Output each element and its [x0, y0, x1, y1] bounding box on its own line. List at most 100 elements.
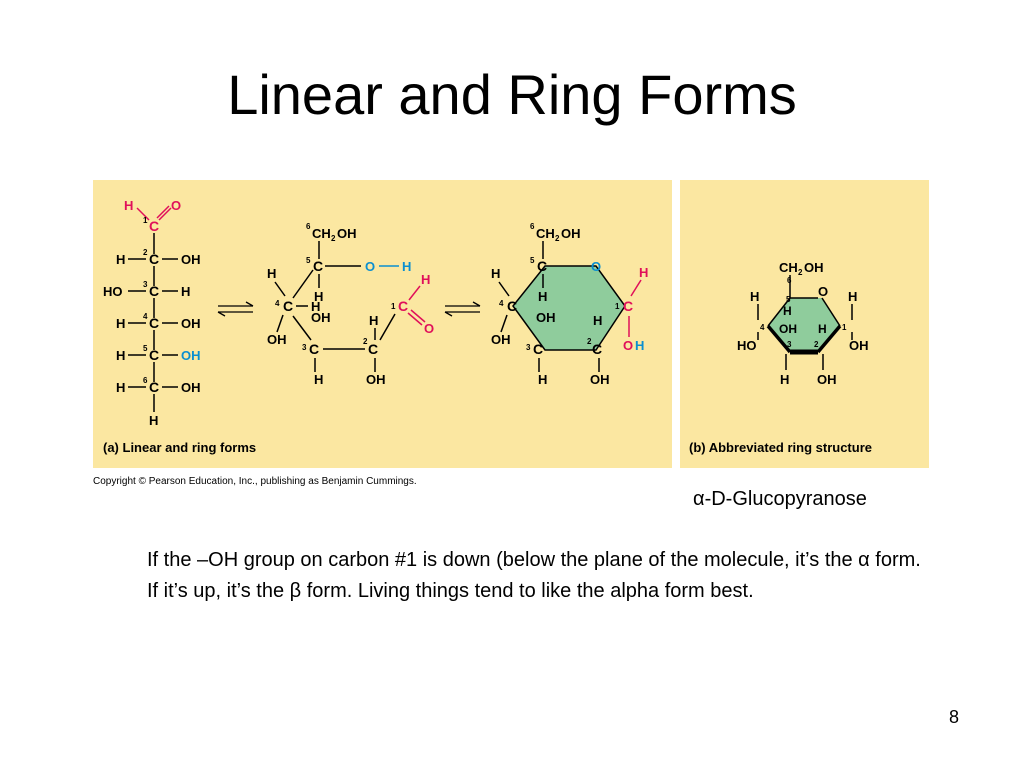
ring-glucose-structure: 6 CH 2 OH 5 C O H H 4 C OH OH 3 C H 2 C … [491, 222, 648, 387]
svg-text:H: H [783, 304, 792, 318]
svg-text:OH: OH [337, 226, 357, 241]
svg-text:H: H [491, 266, 500, 281]
svg-text:2: 2 [798, 268, 803, 277]
svg-text:O: O [623, 338, 633, 353]
svg-text:H: H [750, 289, 759, 304]
svg-text:H: H [538, 289, 547, 304]
svg-text:H: H [635, 338, 644, 353]
svg-text:OH: OH [817, 372, 837, 387]
svg-text:C: C [149, 218, 159, 234]
svg-text:C: C [149, 251, 159, 267]
svg-text:O: O [818, 284, 828, 299]
svg-text:C: C [313, 258, 323, 274]
intermediate-glucose-structure: 6 CH 2 OH 5 C O H H H 4 C OH H OH 3 [267, 222, 434, 387]
svg-text:H: H [124, 198, 133, 213]
svg-text:C: C [592, 341, 602, 357]
svg-text:OH: OH [779, 322, 797, 336]
svg-text:OH: OH [181, 380, 201, 395]
svg-text:H: H [311, 299, 320, 314]
svg-text:C: C [149, 347, 159, 363]
svg-text:OH: OH [366, 372, 386, 387]
svg-text:OH: OH [311, 310, 331, 325]
svg-text:2: 2 [143, 248, 148, 257]
copyright-notice: Copyright © Pearson Education, Inc., pub… [93, 476, 417, 487]
svg-text:O: O [171, 198, 181, 213]
svg-text:1: 1 [143, 216, 148, 225]
svg-text:OH: OH [849, 338, 869, 353]
svg-text:H: H [402, 259, 411, 274]
svg-text:H: H [116, 348, 125, 363]
svg-text:C: C [507, 298, 517, 314]
svg-text:CH: CH [536, 226, 555, 241]
haworth-ring-structure: CH 2 OH 6 O 5 H H H 4 1 OH H HO OH 3 2 H… [737, 260, 869, 387]
svg-text:O: O [591, 259, 601, 274]
svg-text:6: 6 [530, 222, 535, 231]
svg-text:3: 3 [787, 340, 792, 349]
svg-text:H: H [593, 313, 602, 328]
svg-text:1: 1 [391, 302, 396, 311]
svg-text:OH: OH [491, 332, 511, 347]
svg-text:H: H [848, 289, 857, 304]
svg-text:O: O [365, 259, 375, 274]
linear-and-ring-forms-diagram: H O 1 C 2 H C OH 3 HO C [103, 198, 648, 455]
svg-text:5: 5 [306, 256, 311, 265]
svg-text:C: C [533, 341, 543, 357]
panel-linear-and-ring-forms: H O 1 C 2 H C OH 3 HO C [93, 180, 672, 468]
svg-text:2: 2 [555, 234, 560, 243]
svg-text:H: H [181, 284, 190, 299]
svg-text:C: C [149, 379, 159, 395]
svg-text:5: 5 [143, 344, 148, 353]
panel-b-label: (b) Abbreviated ring structure [689, 440, 872, 455]
svg-text:6: 6 [306, 222, 311, 231]
svg-text:C: C [283, 298, 293, 314]
svg-text:H: H [267, 266, 276, 281]
svg-text:4: 4 [760, 323, 765, 332]
equilibrium-arrow-icon [444, 301, 481, 317]
svg-text:H: H [116, 252, 125, 267]
svg-text:4: 4 [499, 299, 504, 308]
svg-text:6: 6 [143, 376, 148, 385]
svg-text:OH: OH [181, 252, 201, 267]
svg-text:OH: OH [561, 226, 581, 241]
svg-text:2: 2 [331, 234, 336, 243]
svg-text:C: C [537, 258, 547, 274]
svg-text:H: H [314, 372, 323, 387]
svg-text:C: C [149, 315, 159, 331]
linear-glucose-structure: H O 1 C 2 H C OH 3 HO C [103, 198, 201, 428]
svg-text:H: H [314, 289, 323, 304]
svg-text:C: C [398, 298, 408, 314]
svg-text:H: H [780, 372, 789, 387]
panel-a-label: (a) Linear and ring forms [103, 440, 256, 455]
svg-text:C: C [149, 283, 159, 299]
svg-text:OH: OH [536, 310, 556, 325]
svg-text:CH: CH [312, 226, 331, 241]
svg-text:C: C [309, 341, 319, 357]
abbreviated-ring-diagram: CH 2 OH 6 O 5 H H H 4 1 OH H HO OH 3 2 H… [689, 260, 872, 455]
svg-text:5: 5 [786, 295, 791, 304]
svg-text:OH: OH [804, 260, 824, 275]
svg-text:4: 4 [275, 299, 280, 308]
body-paragraph: If the –OH group on carbon #1 is down (b… [147, 549, 921, 602]
svg-text:H: H [818, 322, 827, 336]
svg-text:1: 1 [842, 323, 847, 332]
structure-caption: α-D-Glucopyranose [693, 488, 867, 510]
page-number: 8 [949, 707, 960, 727]
svg-text:OH: OH [590, 372, 610, 387]
svg-text:H: H [538, 372, 547, 387]
svg-text:2: 2 [814, 340, 819, 349]
svg-text:HO: HO [103, 284, 123, 299]
svg-text:HO: HO [737, 338, 757, 353]
svg-text:O: O [424, 321, 434, 336]
panel-abbreviated-ring: CH 2 OH 6 O 5 H H H 4 1 OH H HO OH 3 2 H… [680, 180, 929, 468]
svg-text:OH: OH [181, 348, 201, 363]
svg-text:5: 5 [530, 256, 535, 265]
svg-text:4: 4 [143, 312, 148, 321]
svg-text:H: H [369, 313, 378, 328]
svg-text:H: H [116, 380, 125, 395]
svg-text:3: 3 [302, 343, 307, 352]
svg-text:H: H [421, 272, 430, 287]
svg-text:C: C [623, 298, 633, 314]
svg-text:2: 2 [587, 337, 592, 346]
svg-text:C: C [368, 341, 378, 357]
svg-text:H: H [149, 413, 158, 428]
